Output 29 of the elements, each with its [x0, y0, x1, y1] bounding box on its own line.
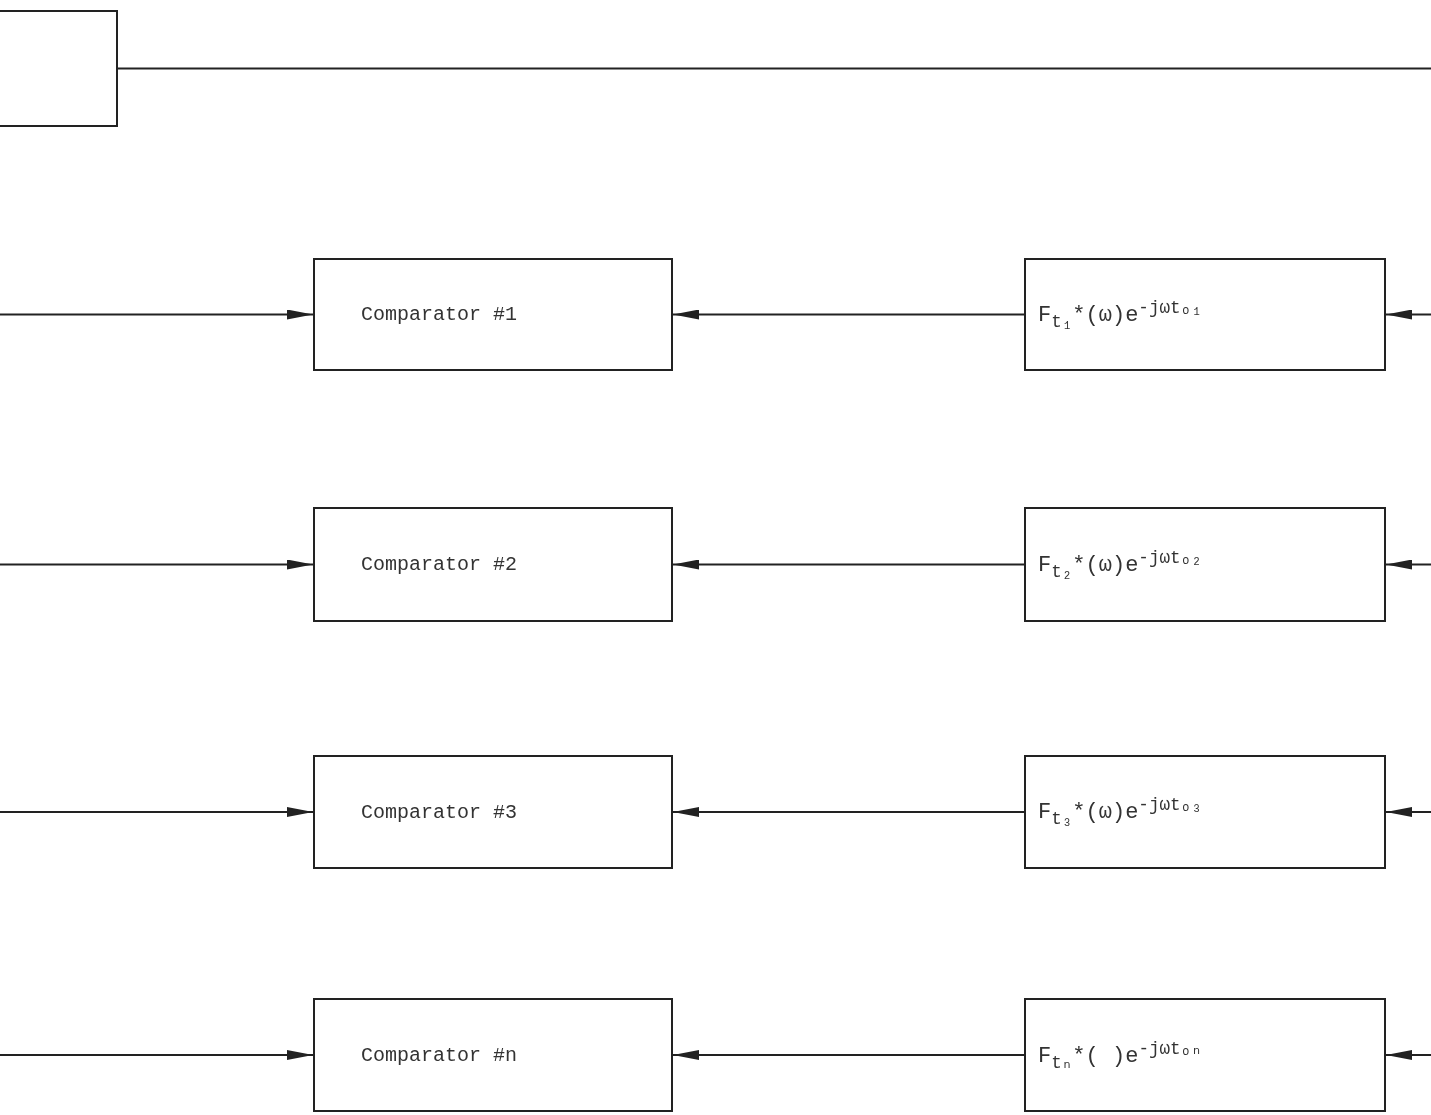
arrow — [0, 559, 314, 570]
comparator-box — [313, 998, 673, 1112]
filter-box — [1024, 998, 1386, 1112]
filter-box — [1024, 258, 1386, 371]
comparator-box — [313, 755, 673, 869]
filter-box — [1024, 507, 1386, 622]
transfer-function: F$_{t₃}$*(ω)e$^{-jωtₒ₃}$ — [1038, 795, 1202, 829]
comparator-box — [313, 258, 673, 371]
comparator-box — [313, 507, 673, 622]
block-label: Comparator #2 — [361, 553, 518, 576]
block-label: Comparator #n — [361, 1043, 518, 1067]
block-label: Comparator #1 — [361, 303, 518, 326]
arrow — [672, 807, 1025, 817]
transfer-function: F$_{t₁}$*(ω)e$^{-jωtₒ₁}$ — [1038, 297, 1202, 332]
arrow — [0, 309, 314, 320]
transfer-function: F$_{tₙ}$*( )e$^{-jωtₒₙ}$ — [1038, 1037, 1202, 1073]
arrow — [672, 1050, 1025, 1060]
arrow — [672, 559, 1025, 570]
arrow — [0, 807, 314, 817]
transfer-function: F$_{t₂}$*(ω)e$^{-jωtₒ₂}$ — [1038, 547, 1202, 582]
arrow — [1385, 559, 1431, 570]
arrow — [0, 1050, 314, 1060]
arrow — [1385, 309, 1431, 320]
block-label: Comparator #3 — [361, 800, 518, 824]
arrow — [672, 309, 1025, 320]
arrow — [1385, 807, 1431, 817]
filter-box — [1024, 755, 1386, 869]
block-box — [0, 10, 118, 127]
arrow — [1385, 1050, 1431, 1060]
